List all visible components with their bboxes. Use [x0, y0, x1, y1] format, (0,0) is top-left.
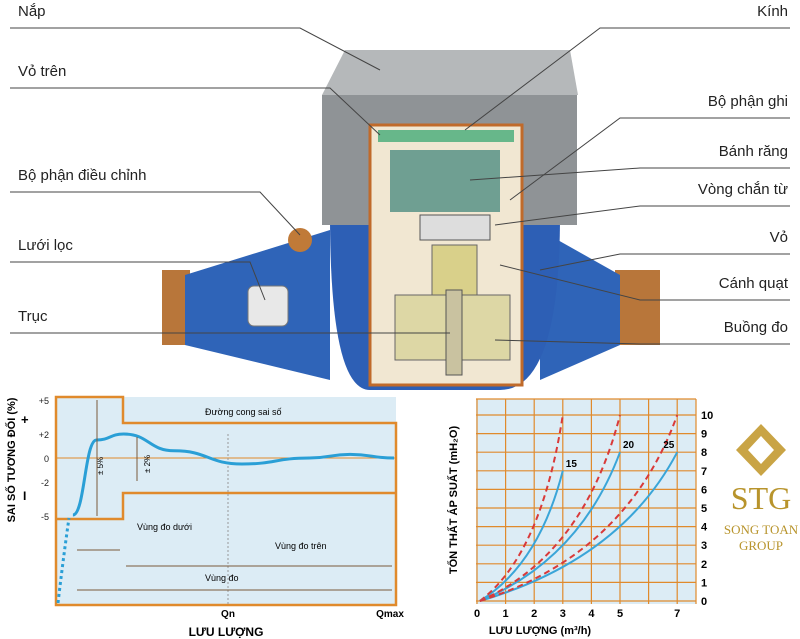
- curve-15: [479, 470, 564, 602]
- glass: [378, 130, 514, 142]
- logo-mark-icon: [736, 424, 786, 476]
- annotation-tol2: ± 2%: [143, 455, 152, 473]
- lid: [322, 50, 578, 95]
- error-curve-extrapolated: [56, 517, 71, 604]
- strainer: [247, 285, 289, 327]
- label-impeller: Cánh quạt: [718, 275, 788, 292]
- magnet-ring: [419, 214, 491, 241]
- ytick-label: 10: [701, 410, 713, 422]
- logo-brand: STG: [730, 480, 792, 516]
- curve-dashed-20: [479, 414, 621, 602]
- ytick-label: 3: [701, 540, 707, 552]
- xtick-label: Qn: [221, 609, 235, 620]
- x-axis-label: LƯU LƯỢNG: [189, 625, 264, 639]
- x-axis-label: LƯU LƯỢNG (m³/h): [489, 625, 592, 637]
- ytick-label: -2: [41, 478, 49, 488]
- xtick-label: 2: [531, 608, 537, 620]
- ytick-label: 0: [44, 454, 49, 464]
- register: [390, 150, 500, 212]
- stg-logo: STG SONG TOAN GROUP: [722, 420, 800, 600]
- series-label: 15: [566, 459, 578, 470]
- annotation-lower-range: Vùng đo dưới: [137, 522, 192, 532]
- ytick-label: 1: [701, 577, 707, 589]
- xtick-label: 1: [503, 608, 509, 620]
- tolerance-envelope: [54, 395, 398, 607]
- xtick-label: Qmax: [376, 609, 404, 620]
- y-axis-label: TỔN THẤT ÁP SUẤT (mH₂O): [447, 426, 460, 575]
- label-gears: Bánh răng: [718, 143, 788, 160]
- xtick-label: 4: [588, 608, 595, 620]
- xtick-label: 3: [560, 608, 566, 620]
- xtick-label: 0: [474, 608, 480, 620]
- annotation-curve: Đường cong sai số: [205, 407, 281, 417]
- ytick-label: 7: [701, 466, 707, 478]
- ytick-label: 0: [701, 596, 707, 608]
- right-thread: [615, 270, 660, 345]
- logo-sub: SONG TOAN GROUP: [723, 522, 799, 553]
- label-adjuster: Bộ phận điều chỉnh: [18, 167, 147, 184]
- series-label: 25: [663, 440, 675, 451]
- ytick-label: 5: [701, 503, 707, 515]
- label-shell: Vỏ: [769, 229, 788, 246]
- leader-lines: [10, 27, 790, 345]
- ytick-label: -5: [41, 512, 49, 522]
- label-register: Bộ phận ghi: [707, 93, 788, 110]
- ytick-label: 4: [701, 522, 708, 534]
- ytick-label: 8: [701, 447, 707, 459]
- curve-25: [479, 451, 679, 602]
- label-upper-shell: Vỏ trên: [18, 63, 67, 80]
- label-magnet-ring: Vòng chắn từ: [697, 181, 788, 198]
- annotation-upper-range: Vùng đo trên: [275, 541, 327, 551]
- ytick-label: 6: [701, 484, 707, 496]
- ytick-label: +2: [39, 430, 49, 440]
- y-axis-label: SAI SỐ TƯƠNG ĐỐI (%): [4, 397, 18, 522]
- label-lid: Nắp: [18, 3, 46, 20]
- xtick-label: 5: [617, 608, 623, 620]
- impeller: [431, 244, 478, 296]
- label-shaft: Trục: [18, 308, 48, 325]
- plus-sign: +: [21, 412, 29, 427]
- label-glass: Kính: [757, 3, 788, 20]
- curve-dashed-15: [479, 414, 564, 602]
- xtick-label: 7: [674, 608, 680, 620]
- adjuster: [288, 228, 312, 252]
- label-chamber: Buồng đo: [723, 319, 788, 336]
- ytick-label: 2: [701, 559, 707, 571]
- annotation-range: Vùng đo: [205, 573, 239, 583]
- series-label: 20: [623, 440, 635, 451]
- label-strainer: Lưới lọc: [18, 237, 73, 254]
- curve-dashed-25: [479, 414, 679, 602]
- ytick-label: 9: [701, 429, 707, 441]
- minus-sign: I: [23, 489, 26, 503]
- ytick-label: +5: [39, 396, 49, 406]
- annotation-tol5: ± 5%: [96, 457, 105, 475]
